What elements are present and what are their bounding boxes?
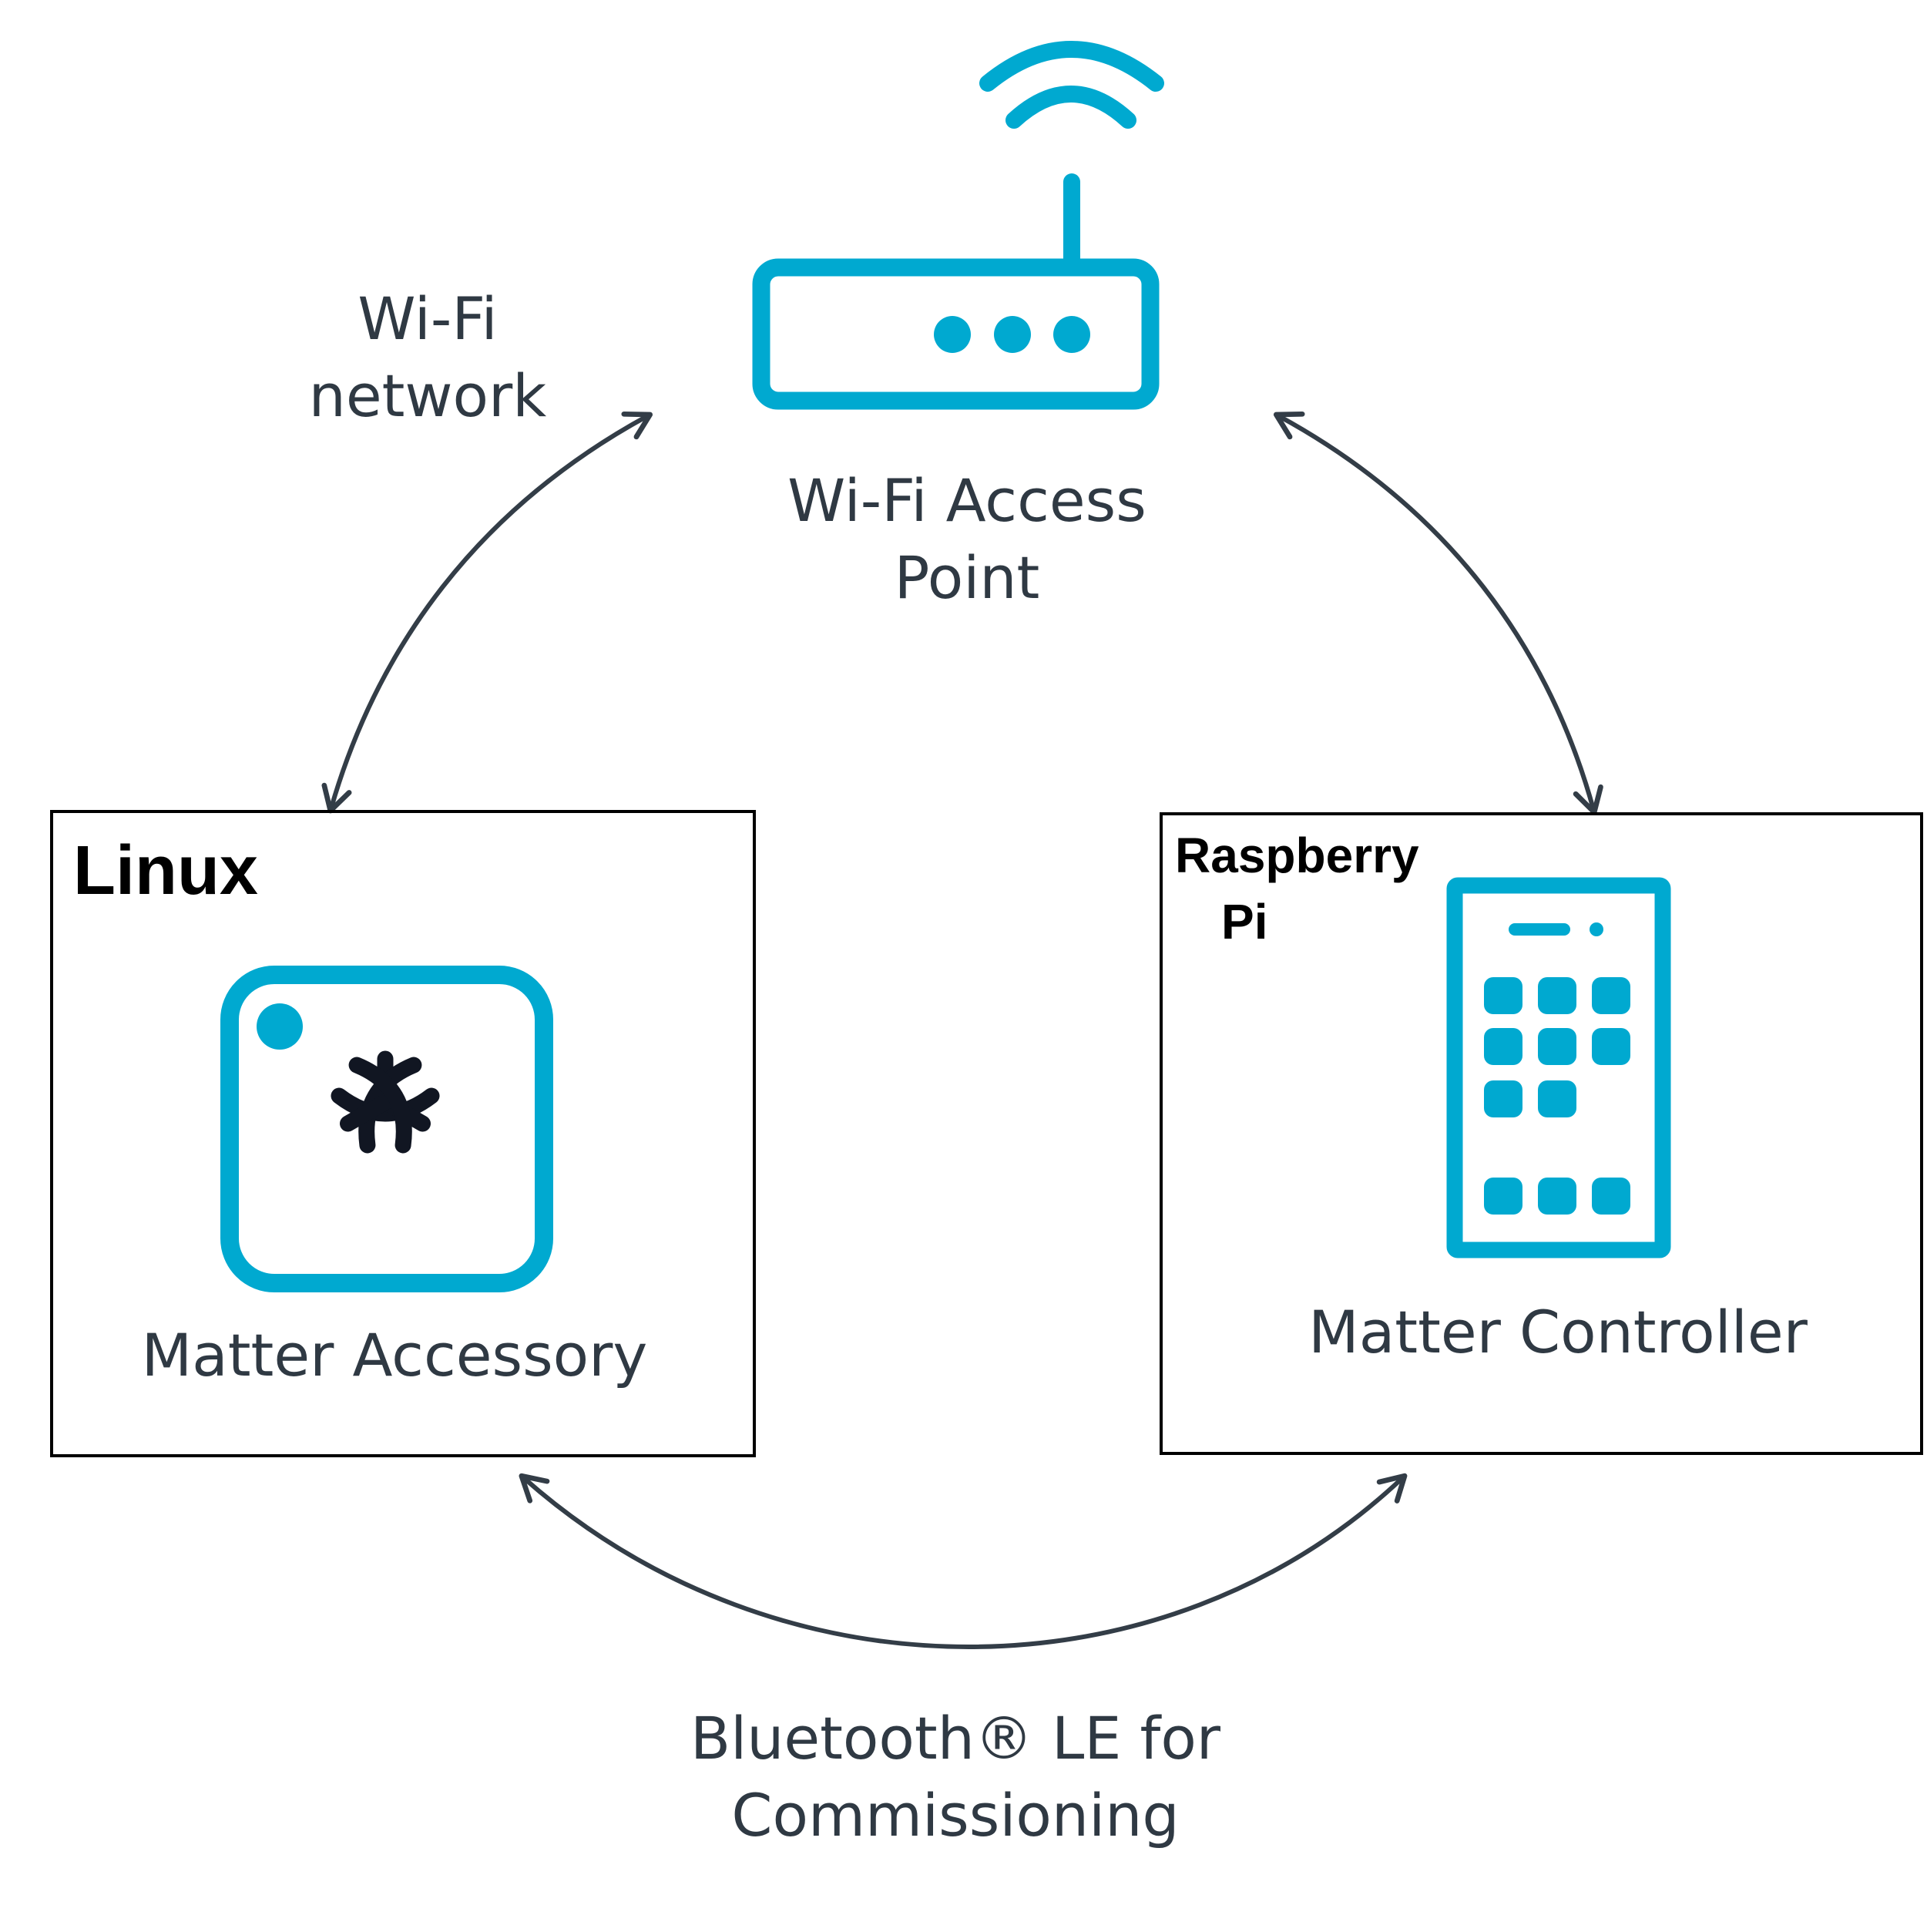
ble-label-line2: Commissioning <box>731 1781 1179 1850</box>
dock-app-icon <box>1484 1178 1522 1215</box>
wifi-link-arrow-left <box>321 411 653 814</box>
matter-controller-label: Matter Controller <box>1308 1298 1808 1366</box>
access-point-label-line2: Point <box>895 543 1040 612</box>
matter-device-icon <box>220 966 553 1292</box>
app-icon <box>1484 1080 1522 1117</box>
app-icon <box>1592 1028 1630 1065</box>
phone-app-grid <box>1484 977 1630 1215</box>
wifi-network-label-line1: Wi-Fi <box>358 284 497 353</box>
matter-logo-arm-left <box>340 1057 412 1154</box>
raspberry-pi-title-line1: Raspberry <box>1175 828 1419 883</box>
wifi-network-label-line2: network <box>309 361 547 430</box>
smartphone-icon <box>1446 877 1671 1258</box>
raspberry-pi-box-frame <box>1160 812 1923 1455</box>
wifi-signal-outer-arc <box>979 41 1164 92</box>
raspberry-pi-title-line2: Pi <box>1221 894 1267 949</box>
device-status-led <box>257 1003 303 1050</box>
dock-app-icon <box>1592 1178 1630 1215</box>
router-icon <box>752 41 1164 410</box>
ble-label-line1: Bluetooth® LE for <box>690 1704 1221 1772</box>
app-icon <box>1484 1028 1522 1065</box>
dock-app-icon <box>1538 1178 1576 1215</box>
app-icon <box>1484 977 1522 1014</box>
router-body <box>752 258 1160 410</box>
matter-accessory-label: Matter Accessory <box>142 1321 648 1389</box>
ble-commissioning-arrow <box>519 1473 1408 1649</box>
phone-camera <box>1590 922 1603 936</box>
raspberry-pi-box: Raspberry Pi Matter Controller <box>1160 812 1923 1455</box>
app-icon <box>1538 977 1576 1014</box>
linux-box-frame <box>50 810 756 1457</box>
matter-logo <box>331 1050 440 1154</box>
app-icon <box>1592 977 1630 1014</box>
router-led-3 <box>1053 316 1090 353</box>
access-point-label-line1: Wi-Fi Access <box>787 466 1146 535</box>
wifi-signal-inner-arc <box>1005 86 1136 129</box>
linux-box: Linux Matter Accessory <box>50 810 756 1457</box>
router-led-2 <box>994 316 1031 353</box>
linux-box-title: Linux <box>73 832 258 909</box>
wifi-link-arrow-right <box>1273 411 1603 815</box>
app-icon <box>1538 1080 1576 1117</box>
phone-frame <box>1446 877 1671 1258</box>
router-led-1 <box>934 316 971 353</box>
app-icon <box>1538 1028 1576 1065</box>
device-frame <box>220 966 553 1292</box>
